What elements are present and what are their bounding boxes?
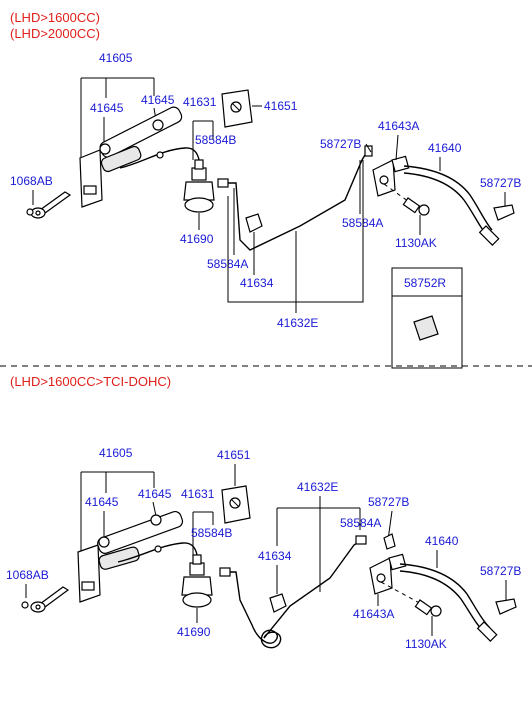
bottom-header: (LHD>1600CC>TCI-DOHC) bbox=[10, 374, 171, 389]
label-41690-bottom: 41690 bbox=[177, 625, 211, 639]
hose-end-fitting-bottom bbox=[476, 621, 498, 642]
label-58727b-b: 58727B bbox=[480, 176, 521, 190]
label-41605: 41605 bbox=[99, 51, 133, 65]
label-1130ak-bottom: 1130AK bbox=[405, 637, 447, 651]
nut-1068ab-bottom bbox=[21, 601, 29, 609]
label-1068ab: 1068AB bbox=[10, 174, 53, 188]
label-41651-bottom: 41651 bbox=[217, 448, 251, 462]
clip-58727b-b-bottom bbox=[495, 598, 517, 615]
pipe-fitting-b bbox=[364, 145, 373, 157]
leader-41631-bottom bbox=[192, 511, 214, 555]
nut-1068ab bbox=[26, 208, 34, 216]
leader-41632e-bottom bbox=[276, 496, 361, 592]
label-58584b-bottom: 58584B bbox=[191, 526, 232, 540]
bracket-41643a bbox=[372, 155, 410, 197]
hose-41640-bottom bbox=[399, 563, 491, 629]
top-header-2: (LHD>2000CC) bbox=[10, 26, 100, 41]
label-41643a-bottom: 41643A bbox=[353, 607, 394, 621]
top-header-1: (LHD>1600CC) bbox=[10, 10, 100, 25]
pipe-clip-41634 bbox=[245, 213, 263, 233]
label-41631: 41631 bbox=[183, 95, 217, 109]
label-58584a-bottom: 58584A bbox=[340, 516, 381, 530]
master-cylinder-41605-bottom bbox=[30, 510, 184, 613]
leader-41631 bbox=[192, 120, 214, 160]
label-58727b-a: 58727B bbox=[320, 137, 361, 151]
reservoir-41690-bottom bbox=[181, 554, 213, 608]
label-41643a: 41643A bbox=[378, 119, 419, 133]
label-41605-bottom: 41605 bbox=[99, 446, 133, 460]
leader-41632e bbox=[227, 160, 364, 313]
bolt-axis bbox=[383, 183, 413, 205]
gasket-41651-bottom bbox=[221, 485, 251, 524]
label-41645-b: 41645 bbox=[141, 93, 175, 107]
hose-41640-b-bottom bbox=[399, 570, 485, 633]
reservoir-41690 bbox=[183, 159, 215, 213]
leader-41643a bbox=[395, 134, 399, 161]
clip-58752r bbox=[413, 315, 439, 341]
label-58727b-a-bottom: 58727B bbox=[368, 495, 409, 509]
label-41634-bottom: 41634 bbox=[258, 549, 292, 563]
bolt-axis-bottom bbox=[380, 581, 426, 607]
master-cylinder-41605 bbox=[30, 106, 183, 219]
leader-41645-b-bottom bbox=[152, 501, 157, 517]
clip-58727b bbox=[493, 204, 515, 221]
hose-41640-b bbox=[403, 172, 487, 235]
hose-end-fitting bbox=[478, 225, 500, 246]
gasket-41651 bbox=[221, 89, 253, 128]
bolt-1130ak bbox=[402, 197, 430, 216]
label-1068ab-bottom: 1068AB bbox=[6, 568, 49, 582]
bracket-41643a-bottom bbox=[369, 553, 407, 595]
clip-58727b-a-bottom bbox=[383, 533, 396, 550]
pipe-41632e bbox=[222, 149, 369, 251]
label-41690: 41690 bbox=[180, 232, 214, 246]
label-41651: 41651 bbox=[264, 99, 298, 113]
label-1130ak: 1130AK bbox=[395, 236, 437, 250]
leader-58727b-a bbox=[365, 143, 372, 153]
pipe-clip-41634-bottom bbox=[269, 593, 287, 613]
leader-41605-bottom bbox=[80, 471, 155, 555]
label-41640: 41640 bbox=[428, 141, 462, 155]
label-41645-a: 41645 bbox=[90, 101, 124, 115]
leader-41605 bbox=[80, 77, 155, 160]
pipe-fitting-b-bottom bbox=[355, 535, 367, 545]
pipe-fitting-a bbox=[217, 178, 229, 188]
bolt-1130ak-bottom bbox=[414, 599, 442, 617]
label-41634: 41634 bbox=[240, 276, 274, 290]
label-41632e: 41632E bbox=[277, 316, 318, 330]
label-41631-bottom: 41631 bbox=[181, 487, 215, 501]
bottom-section: (LHD>1600CC>TCI-DOHC) 41605 41645 41645 … bbox=[6, 374, 521, 651]
label-58752r: 58752R bbox=[404, 276, 446, 290]
label-58727b-b-bottom: 58727B bbox=[480, 564, 521, 578]
label-41645-b-bottom: 41645 bbox=[138, 487, 172, 501]
label-41640-bottom: 41640 bbox=[425, 534, 459, 548]
label-58584b: 58584B bbox=[195, 133, 236, 147]
hose-clip-bottom bbox=[154, 545, 162, 553]
label-41632e-bottom: 41632E bbox=[297, 480, 338, 494]
pipe-41632e-bottom bbox=[224, 539, 363, 649]
pipe-fitting-a-bottom bbox=[219, 567, 231, 577]
top-section: (LHD>1600CC) (LHD>2000CC) 41605 41645 41… bbox=[10, 10, 521, 369]
label-41645-a-bottom: 41645 bbox=[85, 495, 119, 509]
hose-41640 bbox=[403, 165, 493, 231]
hose-clip bbox=[156, 151, 164, 159]
box-58752r bbox=[391, 267, 463, 369]
